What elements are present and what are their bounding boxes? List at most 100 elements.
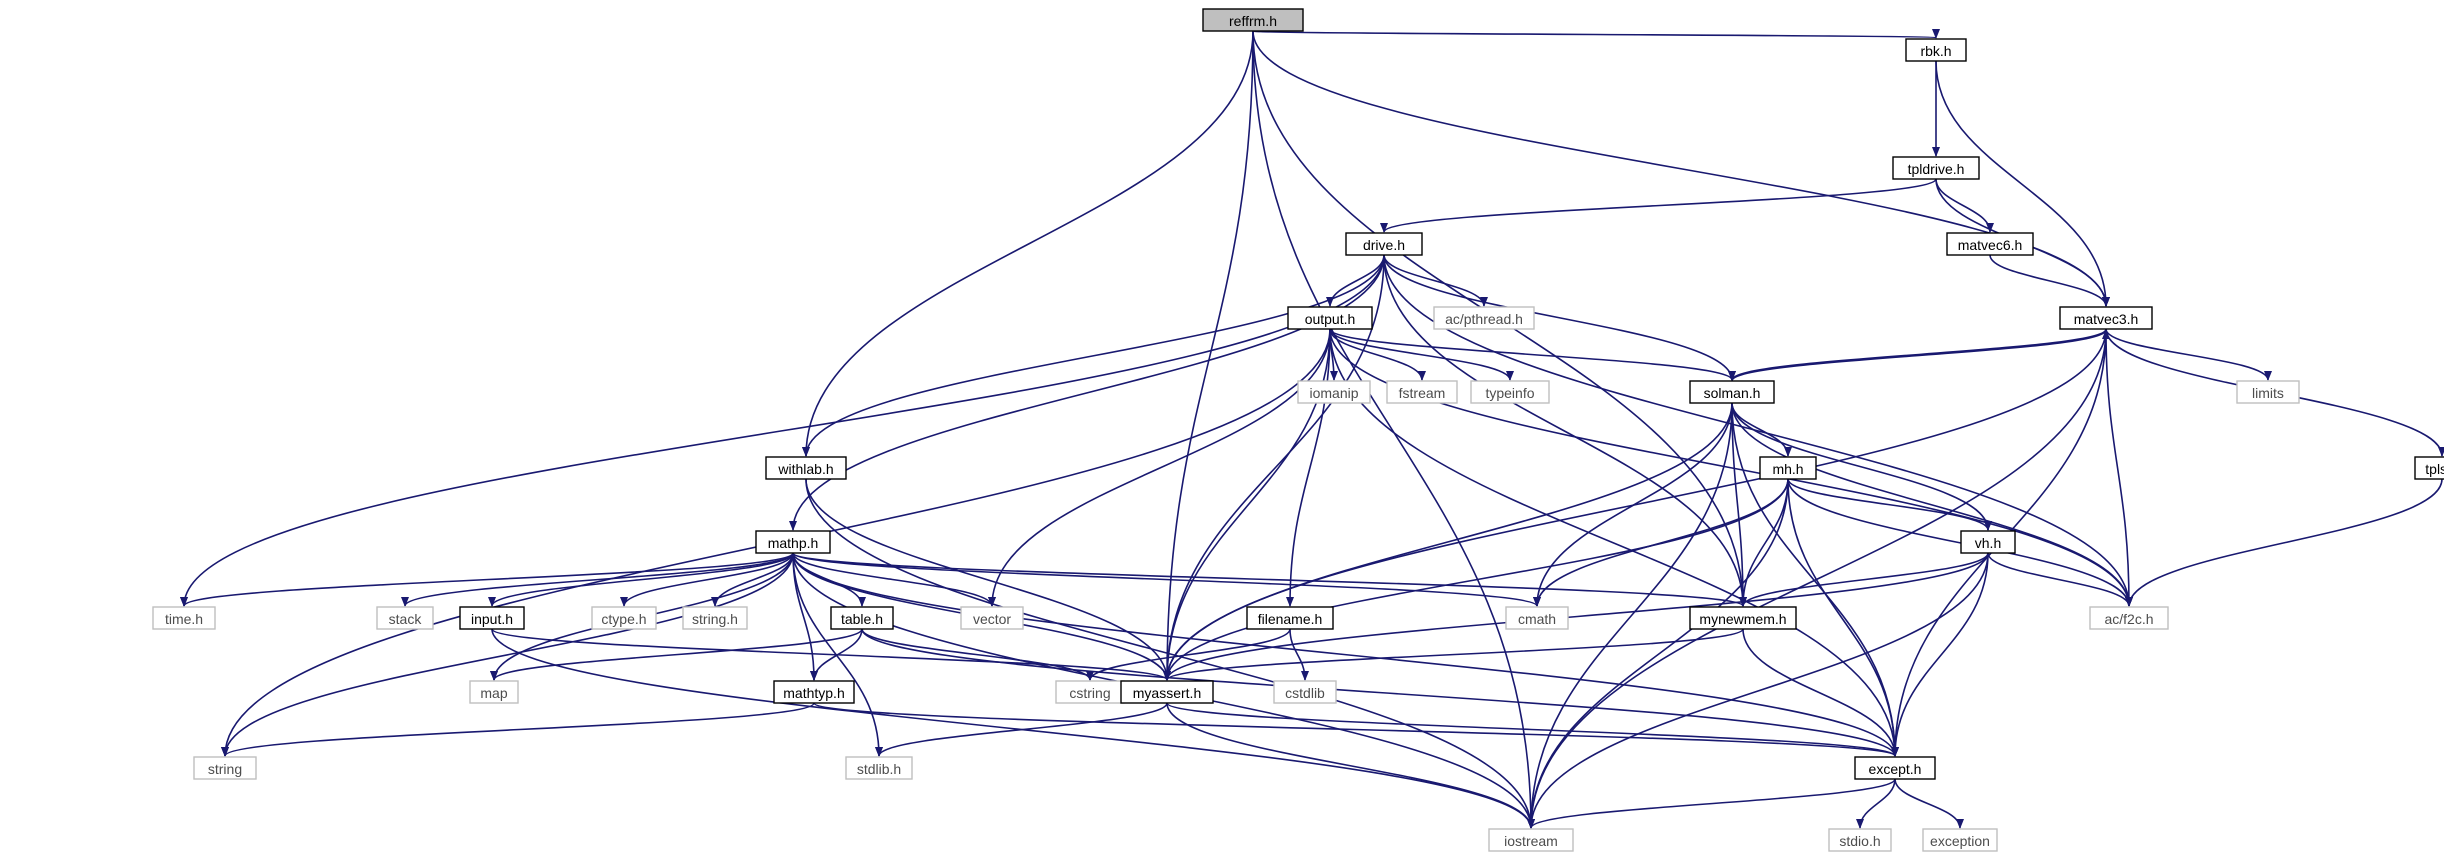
edge-except-to-exception [1894,778,1964,829]
node-drive[interactable]: drive.h [1345,232,1423,256]
node-mh[interactable]: mh.h [1759,456,1817,480]
node-solman[interactable]: solman.h [1689,380,1775,404]
node-label-stdio: stdio.h [1839,833,1880,849]
edge-mathp-to-except [792,552,1899,757]
edge-vh-to-f2c [1987,552,2133,607]
node-label-mathtyp: mathtyp.h [783,685,844,701]
node-box-table [830,606,894,630]
node-tpls[interactable]: tpls.h [2414,456,2444,480]
node-cstdlib: cstdlib [1273,680,1337,704]
node-label-drive: drive.h [1363,237,1405,253]
edge-mynewmem-to-myassert [1163,628,1744,681]
edge-input-to-iostream [491,628,1535,829]
edge-reffrm-to-rbk [1252,28,1939,39]
node-label-tpldrive: tpldrive.h [1908,161,1965,177]
node-myassert[interactable]: myassert.h [1120,680,1214,704]
node-label-myassert: myassert.h [1133,685,1201,701]
node-label-vh: vh.h [1975,535,2001,551]
node-iomanip: iomanip [1297,380,1371,404]
edge-except-to-stdio [1856,778,1896,829]
edge-drive-to-solman [1383,254,1736,381]
node-map: map [469,680,519,704]
node-box-fstream [1386,380,1458,404]
edge-solman-to-myassert [1163,402,1733,681]
edge-solman-to-cmath [1533,402,1733,607]
node-box-output [1287,306,1373,330]
edge-drive-to-mynewmem [1383,254,1747,607]
node-box-mathtyp [773,680,855,704]
edge-except-to-iostream [1527,778,1896,829]
node-tpldrive[interactable]: tpldrive.h [1892,156,1980,180]
node-label-vector: vector [973,611,1011,627]
node-box-filename [1246,606,1334,630]
edge-mh-to-mynewmem [1739,478,1789,607]
node-label-limits: limits [2252,385,2284,401]
node-output[interactable]: output.h [1287,306,1373,330]
edge-solman-to-mh [1731,402,1792,457]
node-reffrm[interactable]: reffrm.h [1202,8,1304,32]
node-matvec3[interactable]: matvec3.h [2059,306,2153,330]
node-label-exception: exception [1930,833,1990,849]
edge-mathtyp-to-string [221,702,815,757]
node-box-except [1854,756,1936,780]
node-label-time: time.h [165,611,203,627]
node-box-input [459,606,525,630]
node-label-map: map [480,685,507,701]
node-f2c: ac/f2c.h [2089,606,2169,630]
edge-table-to-mathtyp [810,628,863,681]
node-box-cstdlib [1273,680,1337,704]
node-box-matvec3 [2059,306,2153,330]
node-label-ctype: ctype.h [601,611,646,627]
node-label-cmath: cmath [1518,611,1556,627]
node-iostream: iostream [1488,828,1574,852]
node-box-stdlib [845,756,913,780]
edge-myassert-to-iostream [1166,702,1535,829]
node-box-ctype [591,606,657,630]
edge-solman-to-f2c [1731,402,2133,607]
edge-tpldrive-to-matvec6 [1935,178,1994,233]
edge-mh-to-iostream [1527,478,1789,829]
node-fstream: fstream [1386,380,1458,404]
node-label-stack: stack [389,611,423,627]
node-box-mathp [755,530,831,554]
node-table[interactable]: table.h [830,606,894,630]
edge-output-to-fstream [1329,328,1426,381]
node-box-myassert [1120,680,1214,704]
edge-solman-to-vh [1731,402,1992,531]
edge-vh-to-iostream [1527,552,1989,829]
node-stdlib: stdlib.h [845,756,913,780]
node-box-string [193,756,257,780]
node-label-except: except.h [1869,761,1922,777]
node-mathtyp[interactable]: mathtyp.h [773,680,855,704]
node-label-iomanip: iomanip [1309,385,1358,401]
node-exception: exception [1922,828,1998,852]
node-box-f2c [2089,606,2169,630]
node-withlab[interactable]: withlab.h [765,456,847,480]
node-string: string [193,756,257,780]
node-input[interactable]: input.h [459,606,525,630]
edge-matvec3-to-iostream [1527,328,2107,829]
edge-tpldrive-to-drive [1380,178,1937,233]
node-vh[interactable]: vh.h [1960,530,2016,554]
node-mathp[interactable]: mathp.h [755,530,831,554]
node-label-matvec6: matvec6.h [1958,237,2023,253]
edge-mathp-to-mynewmem [792,552,1747,607]
node-mynewmem[interactable]: mynewmem.h [1689,606,1797,630]
edge-output-to-except [1329,328,1899,757]
node-box-solman [1689,380,1775,404]
node-filename[interactable]: filename.h [1246,606,1334,630]
node-rbk[interactable]: rbk.h [1905,38,1967,62]
edge-mathp-to-cmath [792,552,1541,607]
edge-reffrm-to-myassert [1163,30,1254,681]
node-except[interactable]: except.h [1854,756,1936,780]
edge-output-to-typeinfo [1329,328,1514,381]
edge-output-to-solman [1329,328,1736,381]
edge-tpls-to-f2c [2125,478,2443,607]
node-box-time [152,606,216,630]
nodes-layer: reffrm.h rbk.h tpldrive.h drive.h matvec6.h m… [152,8,2444,852]
edge-drive-to-f2c [1383,254,2133,607]
node-matvec6[interactable]: matvec6.h [1946,232,2034,256]
edge-mathp-to-stringh [711,552,794,607]
node-box-iostream [1488,828,1574,852]
